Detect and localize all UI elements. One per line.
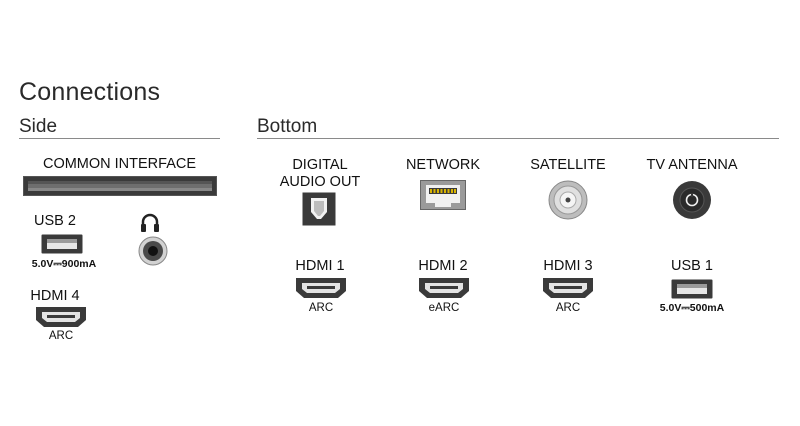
headphone-jack-icon — [138, 236, 168, 266]
usb2-label: USB 2 — [34, 213, 76, 229]
usb-port-icon — [41, 234, 83, 254]
common-interface-label: COMMON INTERFACE — [42, 156, 197, 172]
common-interface-slot-icon — [23, 176, 217, 196]
hdmi3-sub: ARC — [555, 302, 581, 314]
network-label: NETWORK — [405, 157, 481, 173]
bottom-divider — [257, 138, 779, 139]
ethernet-port-icon — [420, 180, 466, 210]
hdmi2-label: HDMI 2 — [418, 258, 468, 274]
satellite-port-icon — [548, 180, 588, 220]
side-divider — [19, 138, 220, 139]
hdmi-port-icon — [295, 277, 347, 299]
hdmi-port-icon — [542, 277, 594, 299]
hdmi3-label: HDMI 3 — [543, 258, 593, 274]
side-heading: Side — [19, 116, 58, 137]
hdmi1-label: HDMI 1 — [295, 258, 345, 274]
hdmi4-label: HDMI 4 — [30, 288, 80, 304]
hdmi1-sub: ARC — [308, 302, 334, 314]
satellite-label: SATELLITE — [530, 157, 606, 173]
bottom-heading: Bottom — [257, 116, 318, 137]
digital-audio-out-label-line2: AUDIO OUT — [279, 174, 361, 190]
hdmi-port-icon — [35, 306, 87, 328]
optical-port-icon — [302, 192, 336, 226]
digital-audio-out-label-line1: DIGITAL — [292, 157, 348, 173]
hdmi-port-icon — [418, 277, 470, 299]
hdmi2-sub: eARC — [428, 302, 460, 314]
hdmi4-sub: ARC — [48, 330, 74, 342]
page-title: Connections — [19, 78, 161, 106]
usb1-spec: 5.0V⎓500mA — [659, 302, 725, 314]
headphones-icon — [139, 212, 161, 234]
tv-antenna-label: TV ANTENNA — [646, 157, 738, 173]
usb2-spec: 5.0V⎓900mA — [31, 258, 97, 270]
antenna-port-icon — [672, 180, 712, 220]
usb-port-icon — [671, 279, 713, 299]
usb1-label: USB 1 — [671, 258, 713, 274]
